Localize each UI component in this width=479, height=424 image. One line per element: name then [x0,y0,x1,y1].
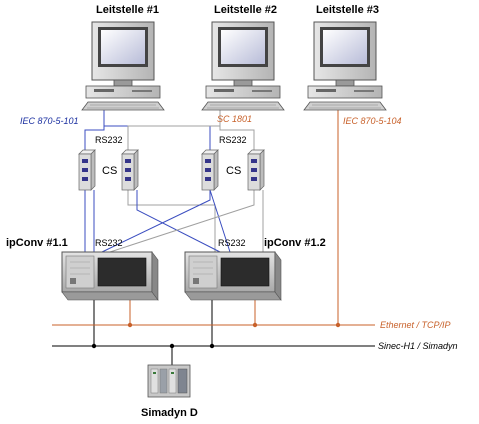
junction-dot [127,322,133,328]
link-cs2-conv2 [127,200,216,252]
protocol-sc1801-label: SC 1801 [217,114,252,124]
rs232-label-bottom-left: RS232 [95,238,123,248]
ipconv-1-rack [61,251,159,301]
junction-dot [169,343,175,349]
junction-dot [335,322,341,328]
ipconv-2-rack [184,251,282,301]
cs-unit-2 [121,149,139,191]
connection-lines [52,108,375,365]
station-2-label: Leitstelle #2 [214,4,277,16]
link-cs4-conv1 [109,190,255,253]
protocol-iec101-label: IEC 870-5-101 [20,116,79,126]
workstation-3: Leitstelle #3 [303,4,387,111]
link-ls1-cs1 [84,108,105,150]
cs-unit-3 [201,149,219,191]
rs232-label-top-right: RS232 [219,135,247,145]
station-1-label: Leitstelle #1 [96,4,159,16]
cs-unit-4 [247,149,265,191]
simadyn-device [147,364,191,398]
junction-dot [252,322,258,328]
junction-dot [209,343,215,349]
link-ls2-cs2 [127,108,221,150]
workstation-2: Leitstelle #2 [201,4,285,111]
cs-label-left: CS [102,165,117,177]
workstation-1: Leitstelle #1 [81,4,165,111]
link-cs3-conv2 [209,189,231,253]
link-cs2-conv2b [136,190,221,253]
link-cs3-conv1 [101,190,211,253]
cs-label-right: CS [226,165,241,177]
junction-dot [91,343,97,349]
converter-1-label: ipConv #1.1 [6,237,68,249]
station-3-label: Leitstelle #3 [316,4,379,16]
simadyn-label: Simadyn D [141,407,198,419]
sinec-label: Sinec-H1 / Simadyn [378,341,458,351]
cs-unit-1 [78,149,96,191]
rs232-label-top-left: RS232 [95,135,123,145]
ethernet-label: Ethernet / TCP/IP [380,320,451,330]
converter-2-label: ipConv #1.2 [264,237,326,249]
link-ls2-cs4 [219,108,255,150]
rs232-label-bottom-right: RS232 [218,238,246,248]
protocol-iec104-label: IEC 870-5-104 [343,116,402,126]
